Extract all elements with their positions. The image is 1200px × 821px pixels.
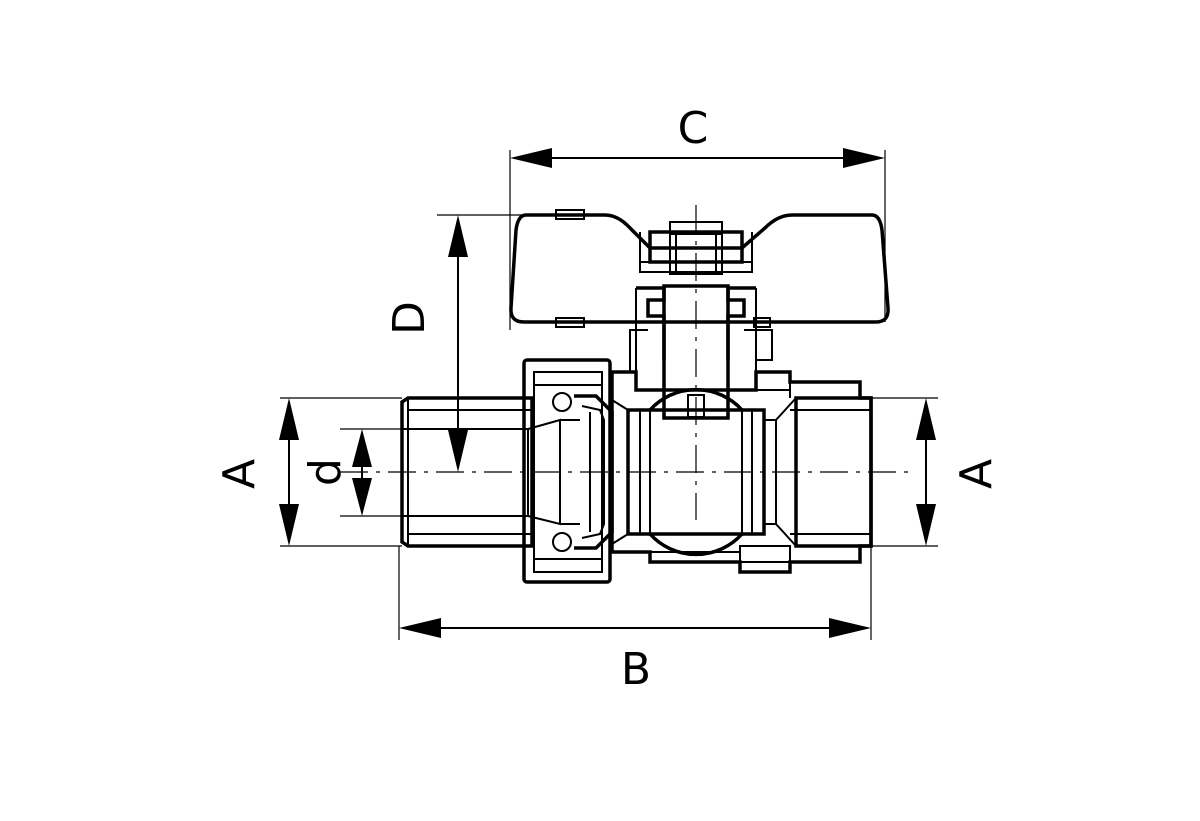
center-lines: [340, 205, 915, 520]
label-b: B: [621, 644, 651, 695]
label-d: D: [384, 301, 435, 335]
valve-body: [400, 358, 873, 584]
dimension-b: B: [398, 546, 872, 695]
dimension-c: C: [509, 103, 886, 330]
stem-assembly: [629, 221, 773, 420]
label-a-left: A: [214, 459, 265, 489]
dimension-d-small: d: [300, 428, 530, 517]
butterfly-handle: [509, 209, 890, 328]
dimension-d: D: [384, 214, 600, 472]
label-c: C: [678, 103, 709, 154]
dimension-a-right: A: [870, 397, 1002, 547]
label-a-right: A: [951, 459, 1002, 489]
dimension-a-left: A: [214, 397, 402, 547]
